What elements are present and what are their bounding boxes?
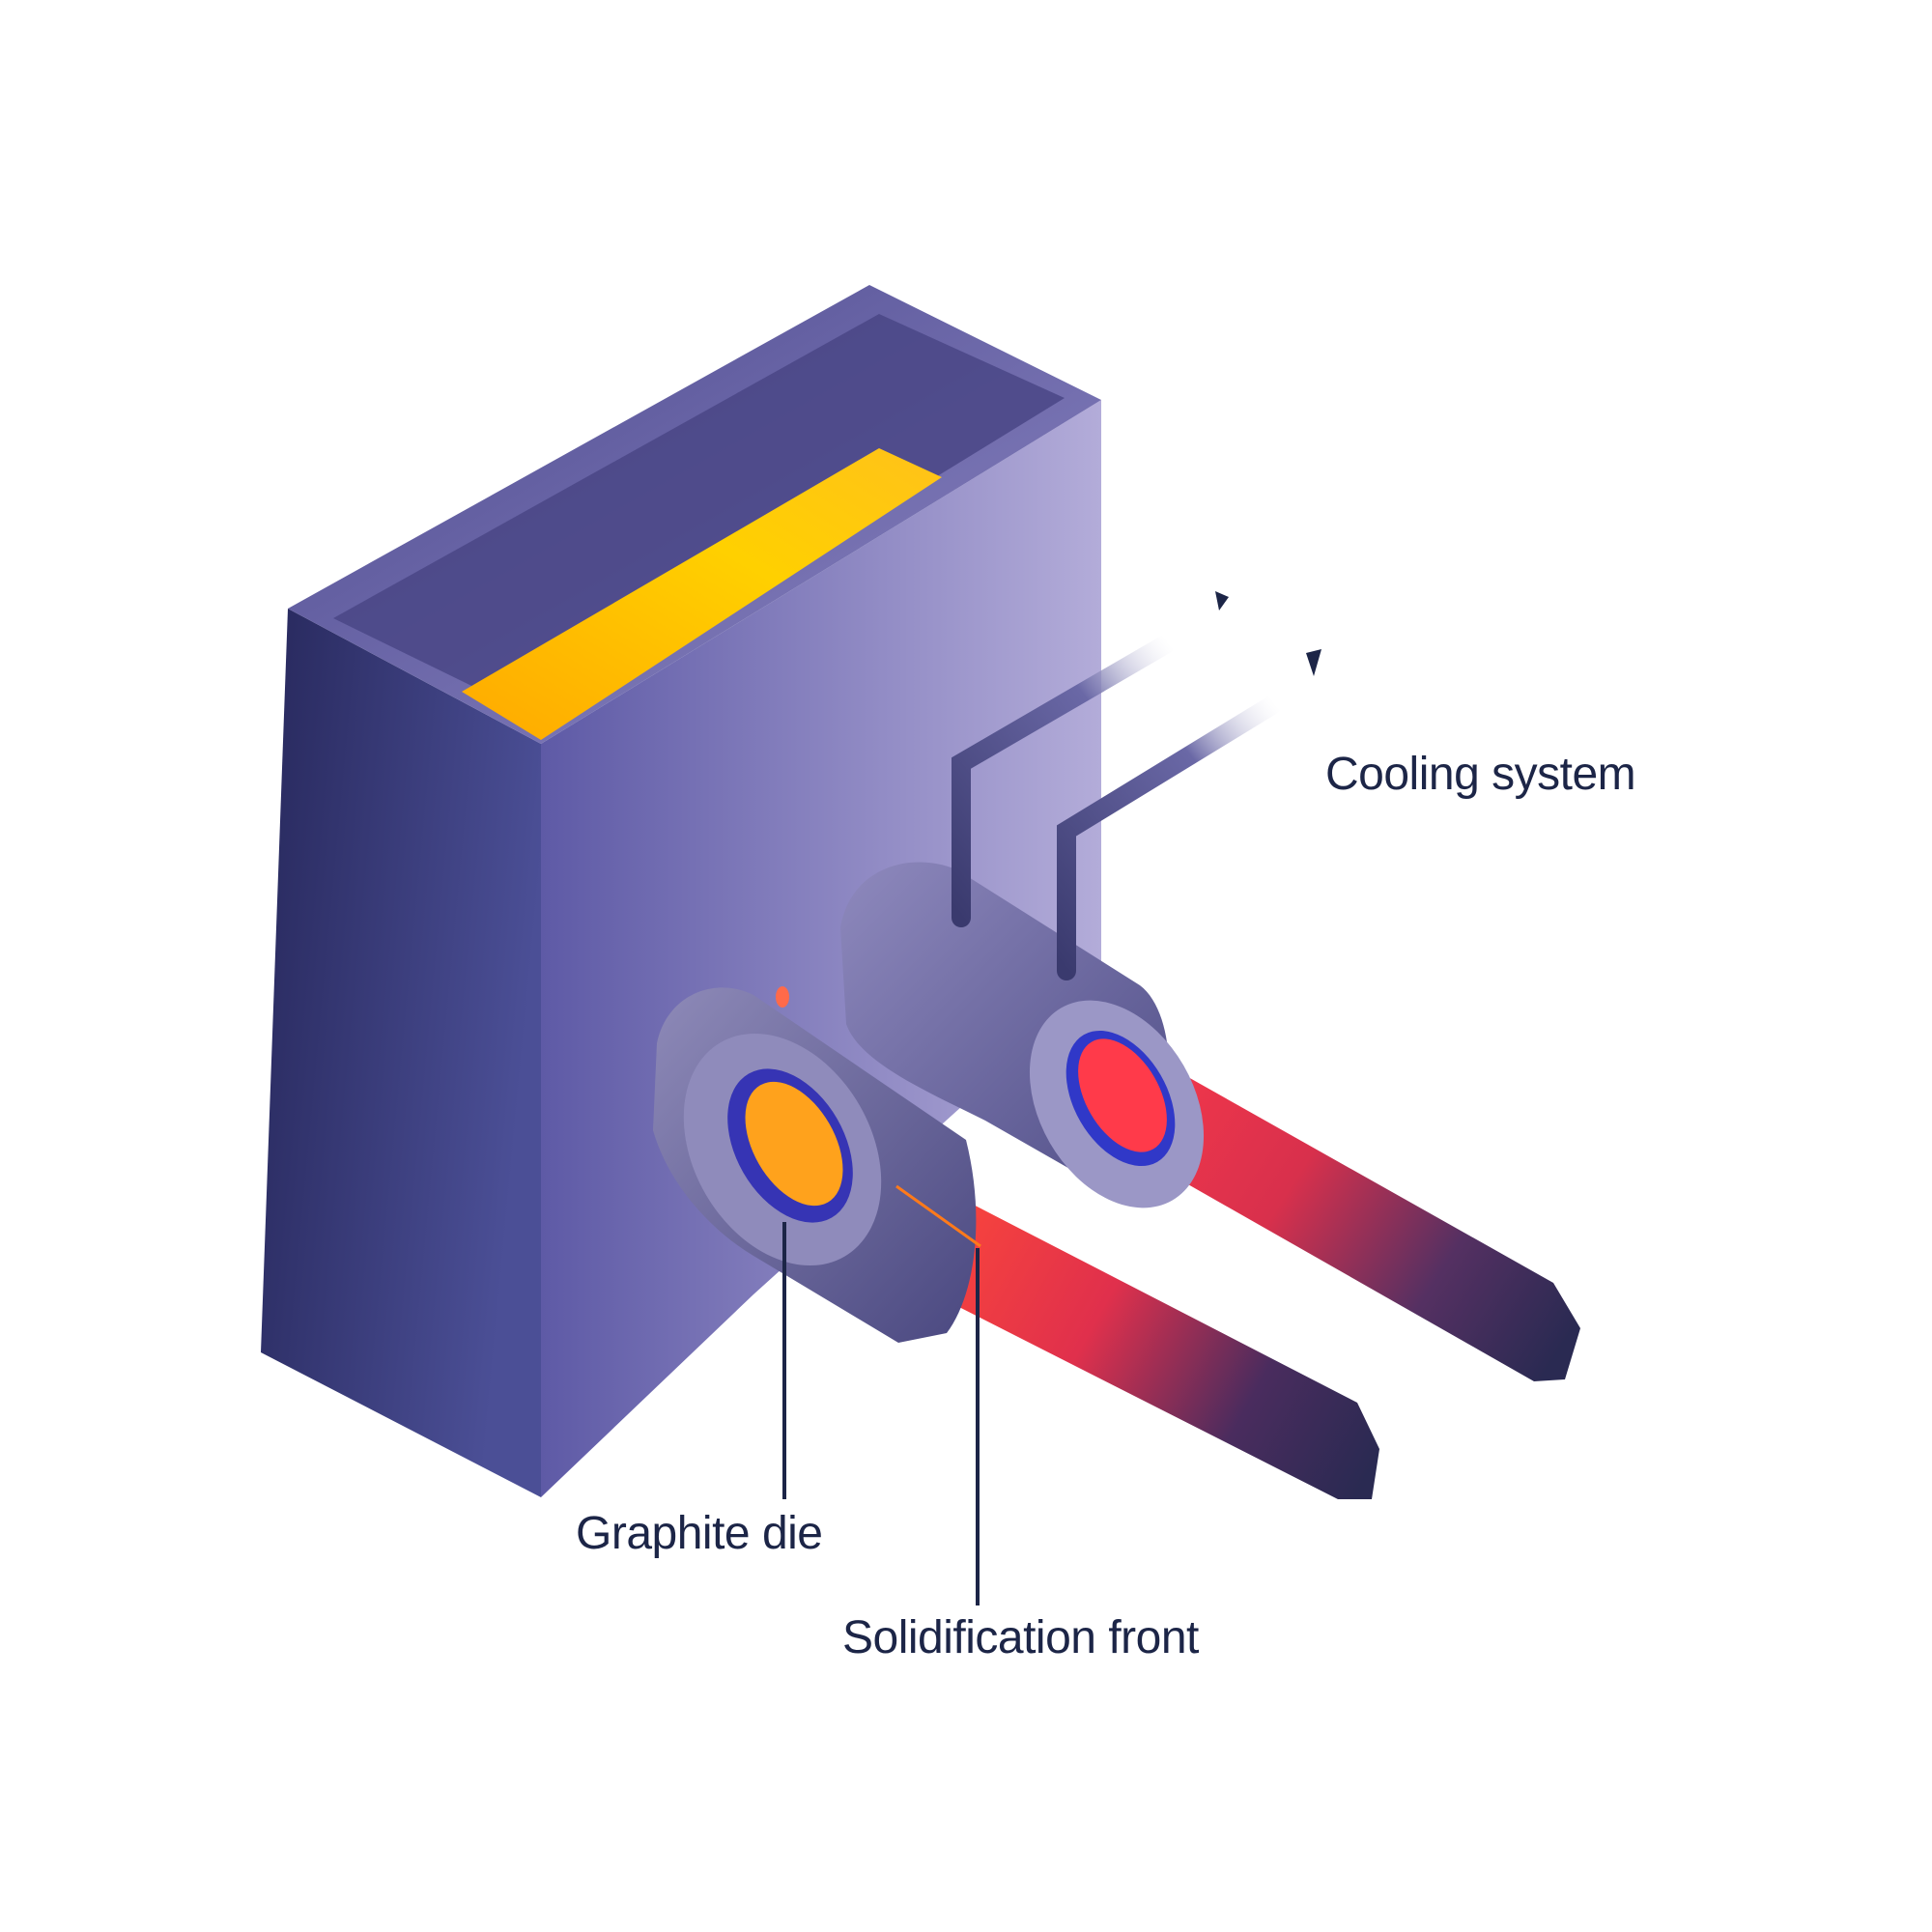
label-graphite-die: Graphite die bbox=[576, 1508, 823, 1559]
furnace bbox=[261, 285, 1101, 1497]
label-solidification-front: Solidification front bbox=[842, 1612, 1199, 1663]
cooling-pipe-inlet bbox=[952, 633, 1179, 927]
rod-upper-section bbox=[1078, 1038, 1167, 1152]
leader-line-solidification-front-diag bbox=[895, 1184, 981, 1248]
cast-rod-upper bbox=[1090, 1034, 1580, 1381]
leader-lines bbox=[782, 1184, 981, 1605]
furnace-side-face bbox=[541, 400, 1101, 1497]
cooling-pipes bbox=[952, 591, 1321, 980]
hot-spot-marker bbox=[776, 986, 789, 1008]
label-cooling-system: Cooling system bbox=[1325, 749, 1636, 800]
furnace-front-face bbox=[261, 609, 541, 1497]
coolant-flow-arrow-out bbox=[1306, 649, 1321, 676]
cooling-pipe-outlet bbox=[1057, 694, 1285, 980]
coolant-flow-arrow-in bbox=[1215, 591, 1229, 611]
graphite-die bbox=[653, 986, 977, 1343]
molten-metal-bath bbox=[462, 448, 942, 740]
rod-lower-section bbox=[745, 1081, 843, 1207]
furnace-top-opening bbox=[333, 314, 1065, 720]
cooling-jacket bbox=[840, 862, 1205, 1208]
